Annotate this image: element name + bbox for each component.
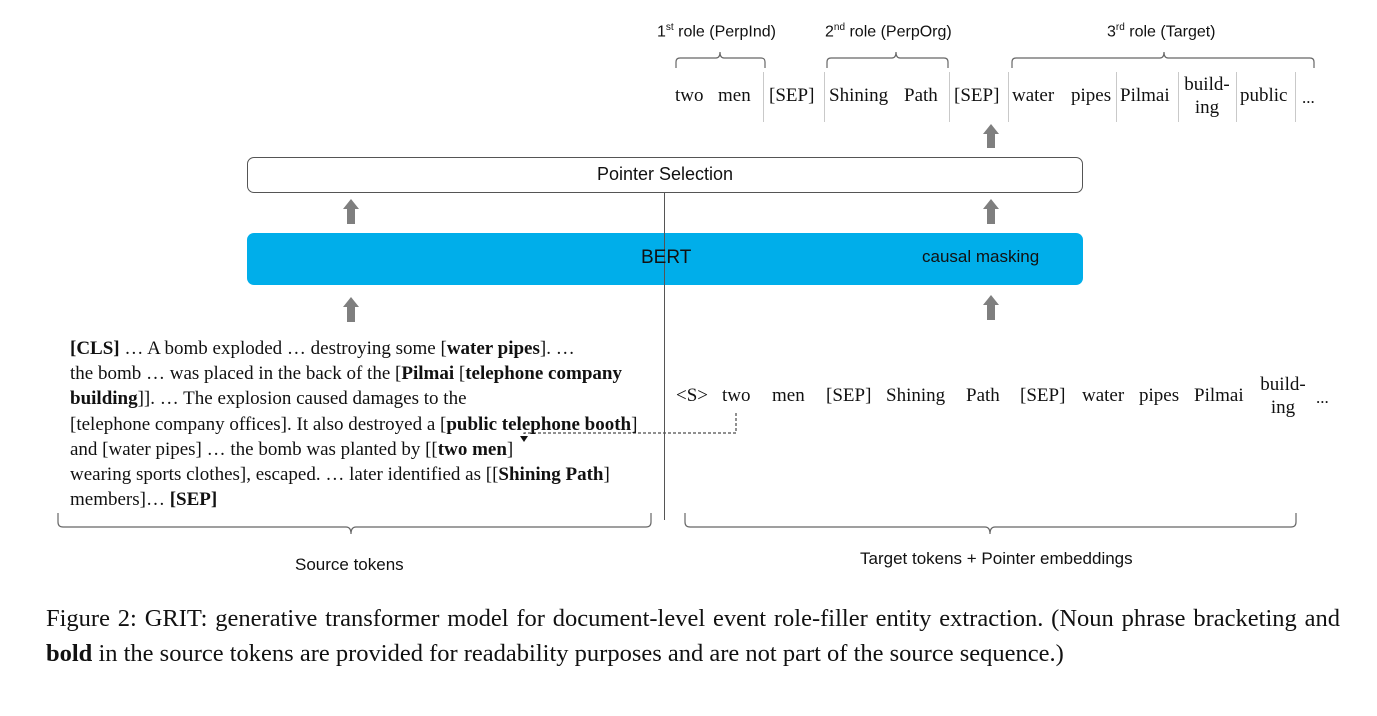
role-label-1: 1st role (PerpInd) xyxy=(657,22,776,41)
output-token: men xyxy=(718,85,751,106)
target-token: [SEP] xyxy=(826,385,872,406)
token-divider xyxy=(949,72,950,122)
pointer-selection-label: Pointer Selection xyxy=(596,164,734,184)
role-bracket-2 xyxy=(826,51,949,68)
source-text: [CLS] … A bomb exploded … destroying som… xyxy=(70,338,638,511)
up-arrow-icon xyxy=(983,124,999,148)
ellipsis-token: ... xyxy=(1302,88,1315,107)
target-tokens-caption: Target tokens + Pointer embeddings xyxy=(860,549,1133,568)
role-bracket-3 xyxy=(1011,51,1315,68)
role-label-3: 3rd role (Target) xyxy=(1107,22,1216,41)
pointer-arrowhead-icon xyxy=(520,436,528,442)
token-divider xyxy=(1116,72,1117,122)
token-divider xyxy=(763,72,764,122)
output-token: pipes xyxy=(1071,85,1112,106)
source-bracket xyxy=(57,513,652,535)
role-label-2: 2nd role (PerpOrg) xyxy=(825,22,952,41)
causal-masking-label: causal masking xyxy=(922,247,1040,266)
target-token: Path xyxy=(966,385,1000,406)
output-token: public xyxy=(1240,85,1288,106)
target-token: <S> xyxy=(676,385,708,406)
output-token: build-ing xyxy=(1184,74,1230,118)
up-arrow-icon xyxy=(983,199,999,224)
source-target-divider xyxy=(664,193,665,520)
target-token: Shining xyxy=(886,385,946,406)
target-token: [SEP] xyxy=(1020,385,1066,406)
pointer-selection-box xyxy=(247,157,1083,193)
output-token: two xyxy=(675,85,704,106)
bert-box xyxy=(247,233,1083,285)
up-arrow-icon xyxy=(983,295,999,320)
role-bracket-1 xyxy=(675,51,766,68)
target-token: build-ing xyxy=(1260,374,1306,418)
output-token: Pilmai xyxy=(1120,85,1170,106)
output-token: [SEP] xyxy=(954,85,1000,106)
token-divider xyxy=(1236,72,1237,122)
bert-label: BERT xyxy=(641,247,692,268)
target-bracket xyxy=(684,513,1297,535)
ellipsis-token: ... xyxy=(1316,388,1329,407)
token-divider xyxy=(824,72,825,122)
token-divider xyxy=(1008,72,1009,122)
figure-caption: Figure 2: GRIT: generative transformer m… xyxy=(46,605,1340,667)
target-token: two xyxy=(722,385,751,406)
target-token: Pilmai xyxy=(1194,385,1244,406)
target-token: men xyxy=(772,385,805,406)
output-token: water xyxy=(1012,85,1055,106)
up-arrow-icon xyxy=(343,297,359,322)
target-token: water xyxy=(1082,385,1125,406)
up-arrow-icon xyxy=(343,199,359,224)
output-token: Shining xyxy=(829,85,889,106)
source-tokens-caption: Source tokens xyxy=(295,555,404,574)
output-token: [SEP] xyxy=(769,85,815,106)
token-divider xyxy=(1178,72,1179,122)
token-divider xyxy=(1295,72,1296,122)
target-token: pipes xyxy=(1139,385,1180,406)
output-token: Path xyxy=(904,85,938,106)
